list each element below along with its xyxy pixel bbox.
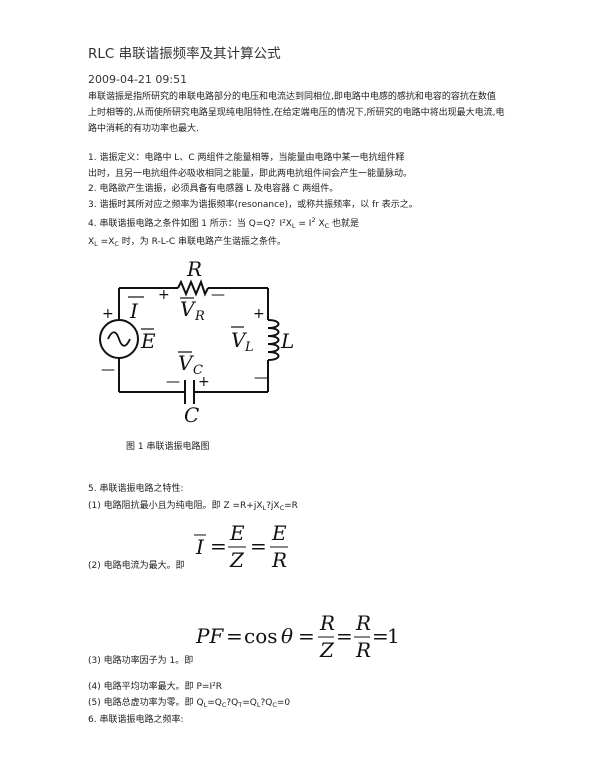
section-heading: 5. 串联谐振电路之特性: bbox=[88, 484, 184, 494]
svg-text:=: = bbox=[336, 624, 353, 648]
current-label: I bbox=[129, 299, 139, 323]
list-item: XL =XC 时，为 R-L-C 串联电路产生谐振之条件。 bbox=[88, 236, 287, 248]
intro-line: 路中消耗的有功功率也最大. bbox=[88, 124, 199, 134]
vc-sub: C bbox=[193, 363, 203, 378]
list-item: 1. 谐振定义：电路中 L、C 两组件之能量相等，当能量由电路中某一电抗组件释 bbox=[88, 153, 405, 163]
svg-text:R: R bbox=[319, 611, 335, 635]
inductor-label: L bbox=[280, 329, 294, 353]
minus-sign: — bbox=[166, 374, 180, 390]
svg-text:Z: Z bbox=[319, 638, 335, 662]
article-title: RLC 串联谐振频率及其计算公式 bbox=[88, 46, 281, 62]
article-date: 2009-04-21 09:51 bbox=[88, 73, 188, 86]
svg-text:PF: PF bbox=[195, 624, 224, 648]
svg-text:θ: θ bbox=[281, 624, 293, 648]
vr-sub: R bbox=[194, 309, 205, 324]
list-item: 4. 串联谐振电路之条件如图 1 所示：当 Q=Q？I²XL = I2 XC 也… bbox=[88, 216, 360, 230]
svg-text:=: = bbox=[210, 534, 227, 558]
minus-sign: — bbox=[211, 287, 225, 303]
list-item: 出时，且另一电抗组件必吸收相同之能量，即此两电抗组件间会产生一能量脉动。 bbox=[88, 168, 413, 179]
source-label: E bbox=[140, 329, 156, 353]
intro-line: 串联谐振是指所研究的串联电路部分的电压和电流达到同相位,即电路中电感的感抗和电容… bbox=[88, 92, 496, 102]
capacitor-label: C bbox=[184, 403, 199, 424]
vr-label: V bbox=[180, 297, 197, 321]
svg-text:=: = bbox=[250, 534, 267, 558]
plus-sign: + bbox=[253, 306, 265, 322]
property-5: (5) 电路总虚功率为零。即 QL=QC?QT=QL?QC=0 bbox=[88, 698, 291, 709]
property-1: (1) 电路阻抗最小且为纯电阻。即 Z =R+jXL?jXC=R bbox=[88, 501, 298, 512]
list-item: 3. 谐振时其所对应之频率为谐振频率(resonance)，或称共振频率，以 f… bbox=[88, 199, 418, 210]
svg-text:I: I bbox=[195, 535, 205, 559]
current-equation: I = E Z = E R bbox=[194, 521, 288, 572]
svg-text:R: R bbox=[271, 548, 287, 572]
plus-sign: + bbox=[102, 306, 114, 322]
series-rlc-circuit-diagram: R V R I E V L L V C C + — + — + — — + bbox=[99, 257, 294, 424]
resistor-label: R bbox=[186, 257, 202, 281]
svg-text:cos: cos bbox=[244, 624, 278, 648]
plus-sign: + bbox=[198, 374, 210, 390]
minus-sign: — bbox=[254, 370, 268, 386]
figure-caption: 图 1 串联谐振电路图 bbox=[126, 442, 210, 452]
svg-text:R: R bbox=[355, 611, 371, 635]
svg-text:R: R bbox=[355, 638, 371, 662]
svg-text:=: = bbox=[226, 624, 243, 648]
property-2: (2) 电路电流为最大。即 bbox=[88, 561, 185, 571]
intro-paragraph: 串联谐振是指所研究的串联电路部分的电压和电流达到同相位,即电路中电感的感抗和电容… bbox=[88, 89, 518, 137]
svg-text:1: 1 bbox=[387, 624, 398, 648]
svg-text:=: = bbox=[298, 624, 315, 648]
intro-line: 上时相等的,从而使所研究电路呈现纯电阻特性,在给定端电压的情况下,所研究的电路中… bbox=[88, 108, 505, 118]
vl-sub: L bbox=[244, 340, 254, 355]
vc-label: V bbox=[178, 351, 195, 375]
power-factor-equation: PF = cos θ = R Z = R R = 1 bbox=[195, 611, 398, 662]
svg-text:E: E bbox=[271, 521, 287, 545]
svg-text:=: = bbox=[372, 624, 389, 648]
definition-list: 1. 谐振定义：电路中 L、C 两组件之能量相等，当能量由电路中某一电抗组件释 … bbox=[88, 151, 418, 252]
svg-text:Z: Z bbox=[229, 548, 245, 572]
vl-label: V bbox=[231, 328, 248, 352]
svg-text:E: E bbox=[229, 521, 245, 545]
section-heading: 6. 串联谐振电路之频率: bbox=[88, 715, 184, 725]
list-item: 2. 电路欲产生谐振，必须具备有电感器 L 及电容器 C 两组件。 bbox=[88, 184, 339, 194]
property-4: (4) 电路平均功率最大。即 P=I²R bbox=[88, 682, 222, 692]
plus-sign: + bbox=[158, 287, 170, 303]
minus-sign: — bbox=[101, 362, 115, 378]
property-3: (3) 电路功率因子为 1。即 bbox=[88, 656, 194, 666]
